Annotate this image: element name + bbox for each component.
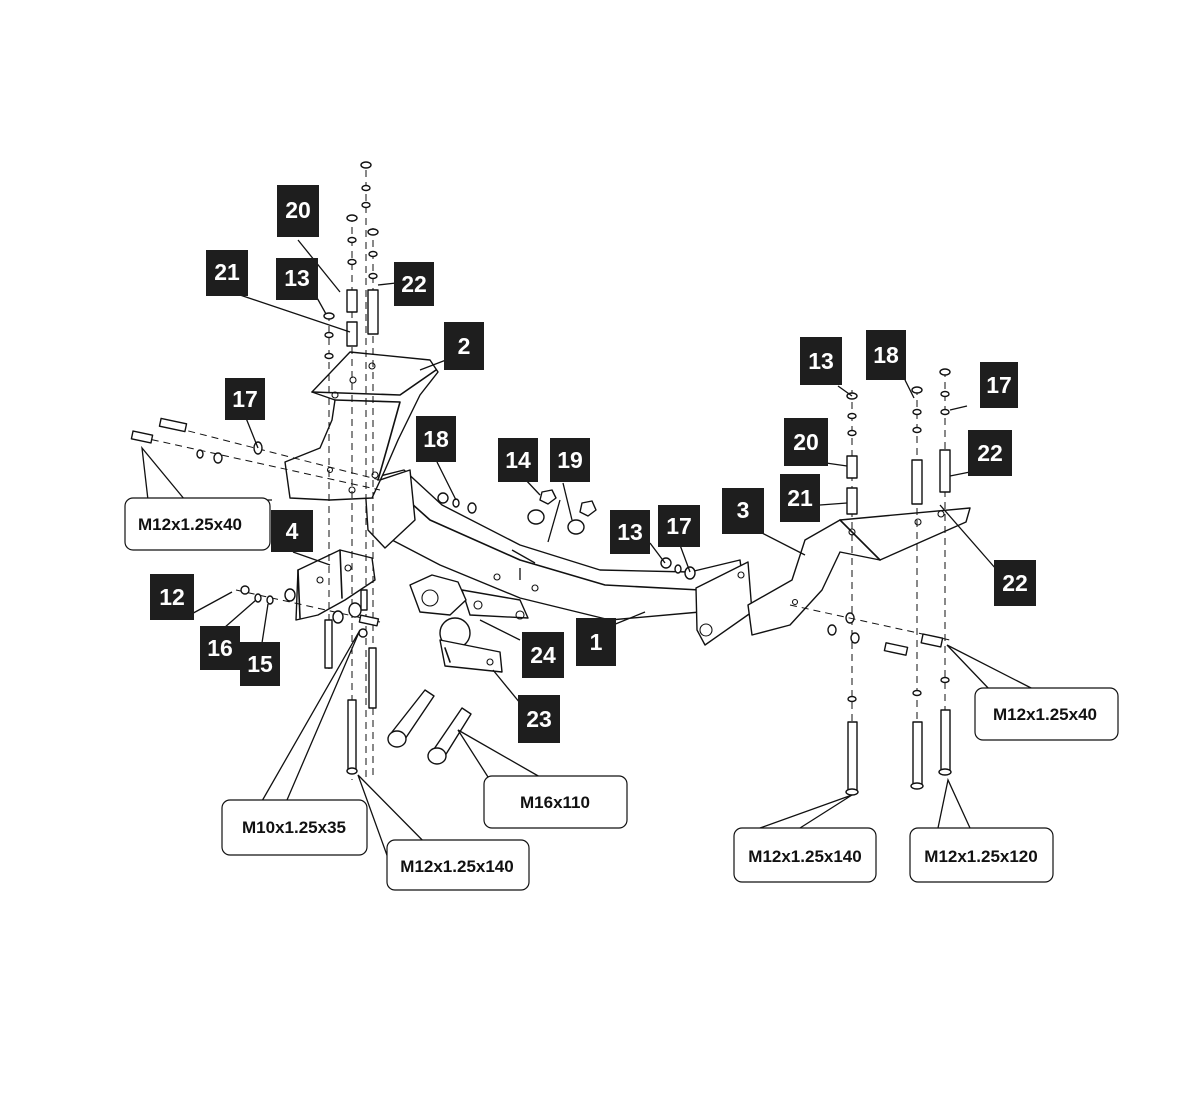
spec-label-right-vertical-bolt-b: M12x1.25x120	[909, 827, 1054, 883]
svg-text:21: 21	[214, 259, 240, 285]
part-badge-13-left: 13	[276, 258, 318, 300]
svg-text:14: 14	[505, 447, 531, 473]
svg-text:20: 20	[793, 429, 819, 455]
spec-label-left-bracket-bolt: M10x1.25x35	[221, 799, 368, 856]
left-upper-bracket	[284, 351, 439, 501]
right-bracket	[747, 507, 971, 636]
left-lower-bracket	[295, 549, 376, 621]
svg-text:4: 4	[286, 518, 299, 544]
part-badge-17-right: 17	[980, 362, 1018, 408]
svg-text:22: 22	[977, 440, 1003, 466]
spec-label-left-vertical-bolt: M12x1.25x140	[386, 839, 530, 891]
svg-text:M10x1.25x35: M10x1.25x35	[242, 818, 346, 837]
socket-plate	[409, 574, 529, 620]
part-badge-4: 4	[271, 510, 313, 552]
svg-text:13: 13	[284, 265, 310, 291]
part-badge-3: 3	[722, 488, 764, 534]
part-badge-14: 14	[498, 438, 538, 482]
left-side-fasteners	[130, 417, 477, 638]
part-badge-1: 1	[576, 618, 616, 666]
svg-text:1: 1	[590, 629, 603, 655]
svg-text:M16x110: M16x110	[520, 793, 590, 812]
part-badge-19: 19	[550, 438, 590, 482]
svg-text:13: 13	[617, 519, 643, 545]
part-badge-12: 12	[150, 574, 194, 620]
left-upper-fasteners	[323, 161, 379, 780]
svg-text:24: 24	[530, 642, 556, 668]
middle-fasteners	[527, 489, 696, 580]
svg-text:18: 18	[423, 426, 449, 452]
part-badge-16: 16	[200, 626, 240, 670]
part-badge-22-right-bottom: 22	[994, 560, 1036, 606]
part-badge-2: 2	[444, 322, 484, 370]
part-badge-13-middle: 13	[610, 510, 650, 554]
part-badge-18-left: 18	[416, 416, 456, 462]
leader-lines	[185, 239, 997, 704]
part-badge-20-right: 20	[784, 418, 828, 466]
part-badge-13-right: 13	[800, 337, 842, 385]
svg-text:M12x1.25x140: M12x1.25x140	[748, 847, 861, 866]
part-badge-22-left: 22	[394, 262, 434, 306]
svg-text:2: 2	[458, 333, 471, 359]
svg-text:13: 13	[808, 348, 834, 374]
svg-text:M12x1.25x40: M12x1.25x40	[993, 705, 1097, 724]
part-badge-15: 15	[240, 642, 280, 686]
tow-ball-bolts	[387, 689, 472, 765]
svg-text:17: 17	[986, 372, 1012, 398]
svg-text:20: 20	[285, 197, 311, 223]
svg-text:23: 23	[526, 706, 552, 732]
svg-text:21: 21	[787, 485, 813, 511]
svg-text:15: 15	[247, 651, 273, 677]
spec-label-left-side-bolt: M12x1.25x40	[124, 497, 271, 551]
spec-pointers	[141, 445, 1036, 859]
part-badge-22-right-top: 22	[968, 430, 1012, 476]
part-badge-24: 24	[522, 632, 564, 678]
svg-text:M12x1.25x40: M12x1.25x40	[138, 515, 242, 534]
svg-text:17: 17	[666, 513, 692, 539]
svg-text:18: 18	[873, 342, 899, 368]
svg-text:12: 12	[159, 584, 185, 610]
spec-label-tow-ball-bolt: M16x110	[483, 775, 628, 829]
svg-text:M12x1.25x120: M12x1.25x120	[924, 847, 1037, 866]
part-badge-17-left: 17	[225, 378, 265, 420]
part-badge-21-right: 21	[780, 474, 820, 522]
part-badge-18-right: 18	[866, 330, 906, 380]
part-badge-21-left: 21	[206, 250, 248, 296]
part-badge-20-left: 20	[277, 185, 319, 237]
svg-text:22: 22	[1002, 570, 1028, 596]
part-badge-17-middle: 17	[658, 505, 700, 547]
main-crossbar	[364, 469, 753, 646]
svg-text:16: 16	[207, 635, 233, 661]
right-fasteners	[789, 368, 952, 796]
spec-label-right-vertical-bolt-a: M12x1.25x140	[733, 827, 877, 883]
part-badge-23: 23	[518, 695, 560, 743]
svg-text:19: 19	[557, 447, 583, 473]
svg-text:22: 22	[401, 271, 427, 297]
svg-text:3: 3	[737, 497, 750, 523]
svg-text:17: 17	[232, 386, 258, 412]
tow-ball	[439, 617, 503, 673]
svg-text:M12x1.25x140: M12x1.25x140	[400, 857, 513, 876]
spec-label-right-side-bolt: M12x1.25x40	[974, 687, 1119, 741]
